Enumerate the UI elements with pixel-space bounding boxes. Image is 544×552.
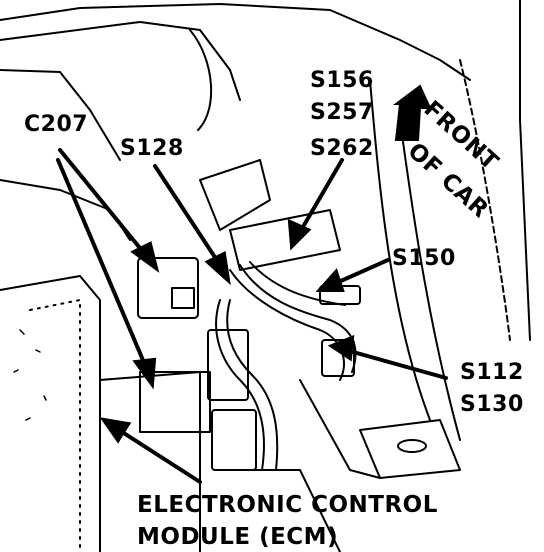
pillar-curve-3 (459, 59, 511, 341)
s150-arrow (332, 258, 390, 286)
left-panel (0, 275, 101, 552)
s128-arrow-head (204, 250, 231, 286)
label-c207: C207 (24, 112, 89, 137)
duct-bracket-2 (229, 209, 341, 271)
s112-splice-block (321, 339, 355, 377)
ecm-connector-b (211, 409, 257, 471)
s156-arrow (298, 158, 344, 234)
s150-arrow-head (315, 268, 345, 292)
label-s112: S112 (460, 360, 524, 385)
door-edge (519, 0, 531, 341)
front-of-car-arrow (393, 84, 432, 141)
c207-arrow-lower (56, 158, 150, 374)
vent-curve (189, 29, 213, 131)
label-s156: S156 (310, 68, 374, 93)
dash-inner-outline (0, 21, 241, 101)
s128-arrow (153, 164, 224, 270)
c207-arrow-lower-head (132, 357, 157, 390)
label-ecm-line1: ELECTRONIC CONTROL (137, 492, 438, 518)
pillar-curve-1 (369, 79, 431, 421)
ecm-arrow (114, 426, 202, 484)
c207-arrow-upper (58, 148, 150, 260)
dash-top-outline (0, 3, 471, 81)
label-s150: S150 (392, 246, 456, 271)
dash-edge-left (0, 69, 121, 161)
bracket-hole (397, 439, 427, 453)
pillar-curve-2 (399, 119, 461, 441)
s156-arrow-head (287, 218, 312, 251)
c207-plug (171, 287, 195, 309)
s112-arrow (344, 348, 448, 380)
harness-wire-1 (229, 269, 345, 381)
left-panel-inner (29, 299, 81, 552)
s112-arrow-head (327, 334, 355, 362)
harness-wire-5 (226, 299, 279, 471)
ecm-arrow-head (99, 417, 132, 444)
label-s257: S257 (310, 100, 374, 125)
c207-arrow-upper-head (130, 241, 160, 273)
ecm-module-body (139, 371, 211, 433)
label-s128: S128 (120, 136, 184, 161)
c207-connector (137, 257, 199, 319)
panel-texture (13, 329, 47, 421)
duct-bracket (199, 159, 271, 231)
brace-line (299, 379, 381, 479)
label-s262: S262 (310, 136, 374, 161)
harness-wire-4 (215, 299, 265, 471)
label-s130: S130 (460, 392, 524, 417)
lower-bracket (359, 419, 461, 479)
label-ecm-line2: MODULE (ECM) (137, 524, 339, 550)
